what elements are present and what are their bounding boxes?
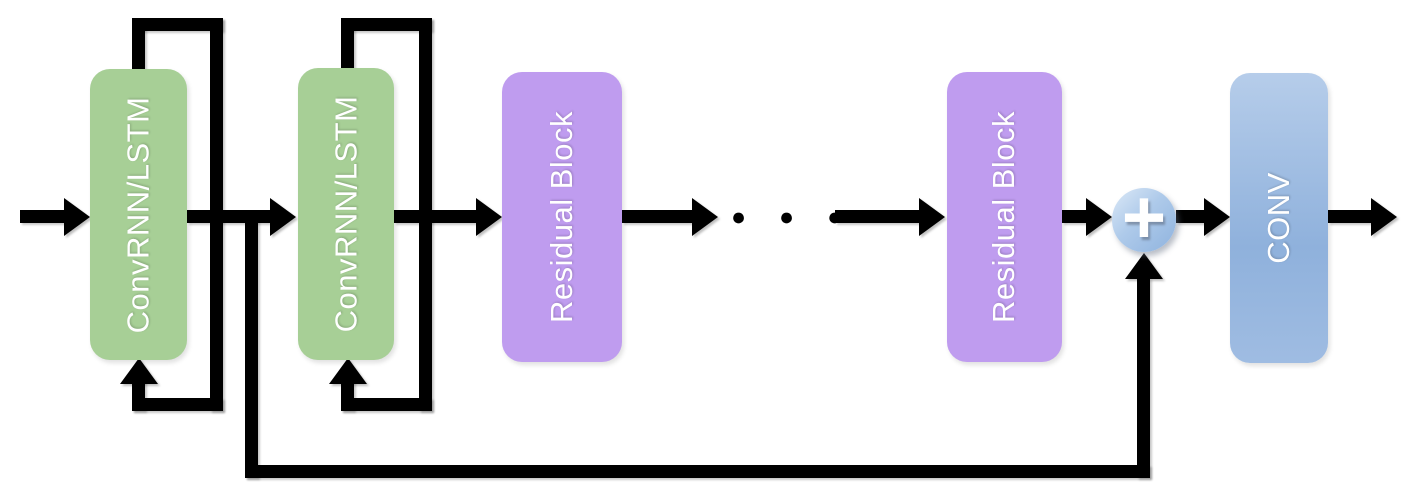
- connector-3-line: [622, 210, 694, 223]
- output-arrow-line: [1328, 210, 1373, 223]
- skip-up-line: [1137, 278, 1150, 478]
- loop2-return-arrow-head: [329, 358, 367, 384]
- ellipsis-dots: ● ● ●: [731, 203, 856, 231]
- block-convrnn-lstm-1-label: ConvRNN/LSTM: [120, 96, 156, 333]
- input-arrow-line: [20, 210, 66, 223]
- connector-3-arrow-head: [692, 198, 718, 236]
- connector-1-arrow-head: [270, 198, 296, 236]
- loop1-up-line: [132, 18, 145, 73]
- block-conv-label: CONV: [1260, 172, 1296, 264]
- loop2-top-line: [341, 18, 432, 31]
- block-residual-1-label: Residual Block: [544, 110, 580, 324]
- loop2-return-line: [341, 380, 354, 411]
- block-convrnn-lstm-2-label: ConvRNN/LSTM: [328, 95, 364, 333]
- connector-6-arrow-head: [1204, 198, 1230, 236]
- input-arrow-head: [64, 198, 90, 236]
- loop1-bottom-line: [132, 398, 223, 411]
- skip-arrow-head: [1125, 253, 1163, 279]
- connector-4-arrow-head: [919, 198, 945, 236]
- block-conv: CONV: [1230, 73, 1328, 363]
- loop1-top-line: [132, 18, 223, 31]
- connector-1-line: [187, 210, 272, 223]
- loop1-return-arrow-head: [120, 358, 158, 384]
- connector-5-arrow-head: [1086, 198, 1112, 236]
- connector-2-arrow-head: [476, 198, 502, 236]
- connector-5-line: [1062, 210, 1088, 223]
- block-residual-2: Residual Block: [947, 72, 1062, 362]
- block-residual-1: Residual Block: [502, 72, 622, 362]
- skip-bottom-line: [245, 465, 1150, 478]
- output-arrow-head: [1371, 198, 1397, 236]
- connector-6-line: [1176, 210, 1206, 223]
- loop2-up-line: [341, 18, 354, 73]
- connector-4-line: [835, 210, 921, 223]
- sum-node: +: [1112, 180, 1176, 256]
- block-convrnn-lstm-2: ConvRNN/LSTM: [298, 68, 394, 360]
- block-residual-2-label: Residual Block: [986, 110, 1022, 324]
- loop2-bottom-line: [341, 398, 432, 411]
- connector-2-line: [394, 210, 478, 223]
- loop1-return-line: [132, 380, 145, 411]
- block-convrnn-lstm-1: ConvRNN/LSTM: [90, 69, 187, 360]
- skip-down-line: [245, 210, 258, 478]
